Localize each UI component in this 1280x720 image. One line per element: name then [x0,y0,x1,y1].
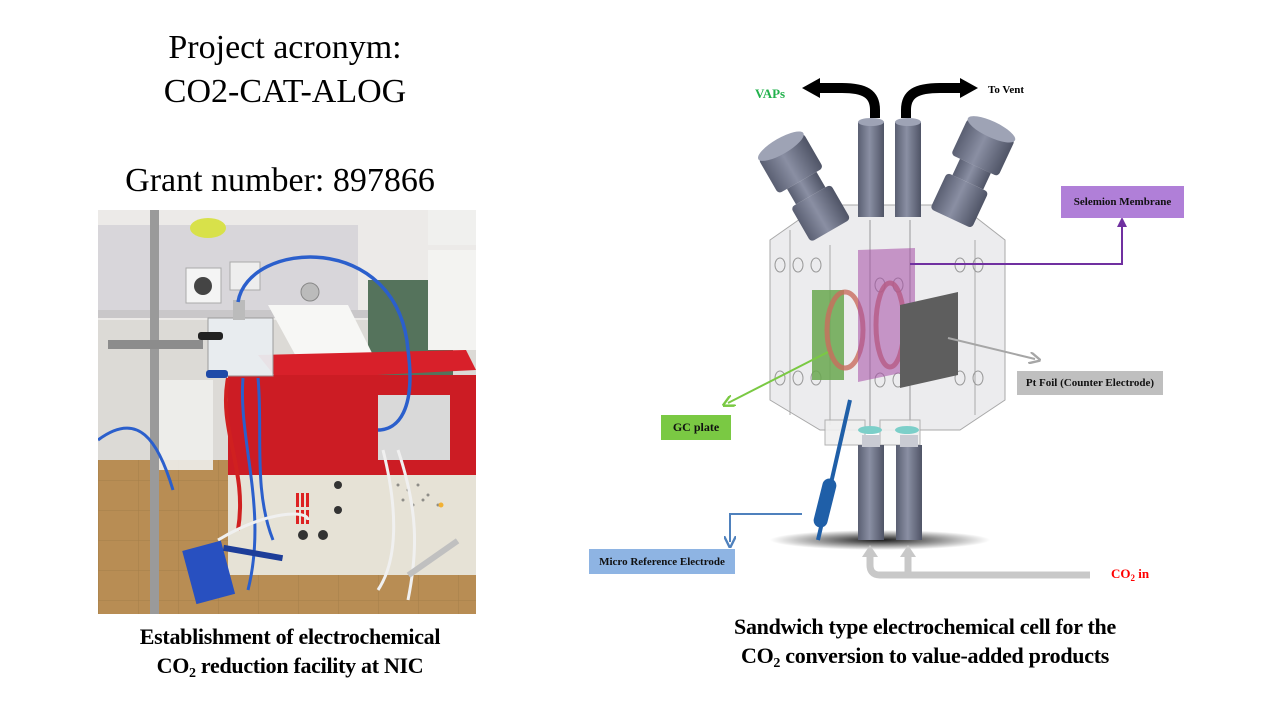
caption-suffix: conversion to value-added products [780,643,1109,668]
co2-subscript: 2 [189,666,196,681]
grant-number: Grant number: 897866 [125,162,435,199]
reference-electrode-label: Micro Reference Electrode [589,549,735,574]
diagram-caption-line1: Sandwich type electrochemical cell for t… [734,614,1116,639]
lab-photo-illustration [98,210,476,614]
reference-electrode [813,399,852,541]
gc-plate-pointer [728,351,829,403]
membrane-pointer [910,217,1127,265]
pt-foil-pointer [947,337,1035,359]
photo-caption: Establishment of electrochemical CO2 red… [80,622,500,681]
co2-in-subscript: 2 [1130,573,1136,583]
vent-outlet-arrow [901,78,978,118]
bottom-fittings [770,435,990,550]
to-vent-label: To Vent [988,84,1024,96]
counter-electrode-label: Pt Foil (Counter Electrode) [1017,371,1163,395]
co2-in-suffix: in [1135,566,1150,581]
project-acronym: CO2-CAT-ALOG [163,73,407,110]
diagram-caption: Sandwich type electrochemical cell for t… [660,612,1190,671]
electrochemical-cell-diagram [580,78,1127,579]
top-fittings [757,116,1016,241]
pt-foil [900,292,958,388]
caption-suffix: reduction facility at NIC [195,653,424,678]
cell-body [769,204,1006,446]
reference-pointer [730,513,802,542]
co2-in-label: CO2 in [1111,566,1150,583]
vaps-outlet-arrow [802,78,880,118]
gc-plate-label: GC plate [661,415,731,440]
co2-inlet-arrow [862,545,1090,579]
lab-photo [98,210,476,614]
vaps-label: VAPs [755,86,786,101]
co2-text: CO [156,653,190,678]
co2-in-text: CO [1111,566,1131,581]
diagram-caption-line2: CO2 conversion to value-added products [660,641,1190,671]
membrane-label: Selemion Membrane [1061,186,1184,218]
photo-caption-line1: Establishment of electrochemical [139,624,441,649]
photo-caption-line2: CO2 reduction facility at NIC [80,651,500,681]
co2-text: CO [740,643,774,668]
co2-subscript: 2 [773,656,781,671]
project-acronym-label: Project acronym: [168,29,402,66]
